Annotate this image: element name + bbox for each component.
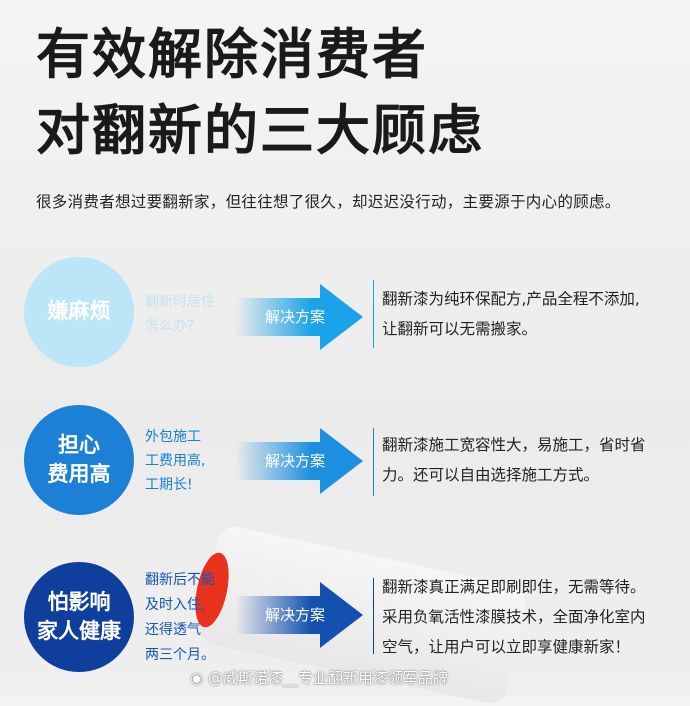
answer-line: 翻新漆为纯环保配方,产品全程不添加, (382, 290, 640, 308)
arrow-icon (235, 582, 363, 648)
divider (373, 280, 374, 348)
concern-label: 费用高 (47, 462, 111, 486)
concern-label: 家人健康 (37, 619, 121, 643)
question-line: 怎么办? (145, 318, 195, 334)
concern-label: 怕影响 (47, 589, 111, 614)
answer-line: 力。还可以自由选择施工方式。 (382, 466, 600, 484)
solution-arrow-1: 解决方案 (235, 284, 363, 350)
concern-label: 担心 (58, 432, 100, 457)
question-line: 工费用高, (145, 453, 206, 469)
answer-3: 翻新漆真正满足即刷即住，无需等待。采用负氧活性漆膜技术，全面净化室内空气，让用户… (382, 572, 687, 662)
arrow-icon (235, 428, 363, 494)
question-line: 及时入住, (145, 597, 206, 613)
concern-circle-3: 怕影响家人健康 (24, 562, 134, 672)
answer-line: 让翻新可以无需搬家。 (382, 320, 538, 338)
concern-circle-1: 嫌麻烦 (24, 257, 134, 367)
concern-circle-2: 担心费用高 (24, 405, 134, 515)
weibo-watermark: ◉ @威斯诺漆__专业翻新用漆领军品牌 (190, 667, 448, 688)
arrow-label: 解决方案 (265, 308, 326, 326)
concern-label: 嫌麻烦 (47, 299, 111, 324)
weibo-icon: ◉ (190, 669, 208, 687)
answer-line: 翻新漆施工宽容性大，易施工，省时省 (382, 436, 646, 454)
question-line: 外包施工 (145, 429, 201, 445)
headline-line2: 对翻新的三大顾虑 (36, 99, 484, 162)
subtitle: 很多消费者想过要翻新家，但往往想了很久，却迟迟没行动，主要源于内心的顾虑。 (36, 193, 621, 211)
question-line: 还得透气 (145, 622, 201, 638)
question-line: 翻新后不能 (145, 572, 215, 588)
answer-line: 采用负氧活性漆膜技术，全面净化室内 (382, 608, 646, 626)
question-line: 两三个月。 (145, 647, 215, 663)
answer-line: 翻新漆真正满足即刷即住，无需等待。 (382, 578, 646, 596)
question-line: 工期长! (145, 477, 193, 493)
arrow-label: 解决方案 (265, 606, 326, 624)
divider (373, 428, 374, 496)
headline-line1: 有效解除消费者 (36, 23, 428, 86)
arrow-label: 解决方案 (265, 452, 326, 470)
answer-2: 翻新漆施工宽容性大，易施工，省时省力。还可以自由选择施工方式。 (382, 430, 687, 490)
solution-arrow-3: 解决方案 (235, 582, 363, 648)
question-line: 翻新时居住 (145, 294, 215, 310)
answer-1: 翻新漆为纯环保配方,产品全程不添加, 让翻新可以无需搬家。 (382, 284, 687, 344)
solution-arrow-2: 解决方案 (235, 428, 363, 494)
watermark-text: @威斯诺漆__专业翻新用漆领军品牌 (207, 669, 448, 687)
question-3: 翻新后不能及时入住, 还得透气两三个月。 (145, 568, 215, 668)
question-1: 翻新时居住怎么办? (145, 290, 215, 338)
question-2: 外包施工工费用高, 工期长! (145, 425, 205, 497)
answer-line: 空气，让用户可以立即享健康新家！ (382, 638, 631, 656)
divider (373, 578, 374, 654)
arrow-icon (235, 284, 363, 350)
